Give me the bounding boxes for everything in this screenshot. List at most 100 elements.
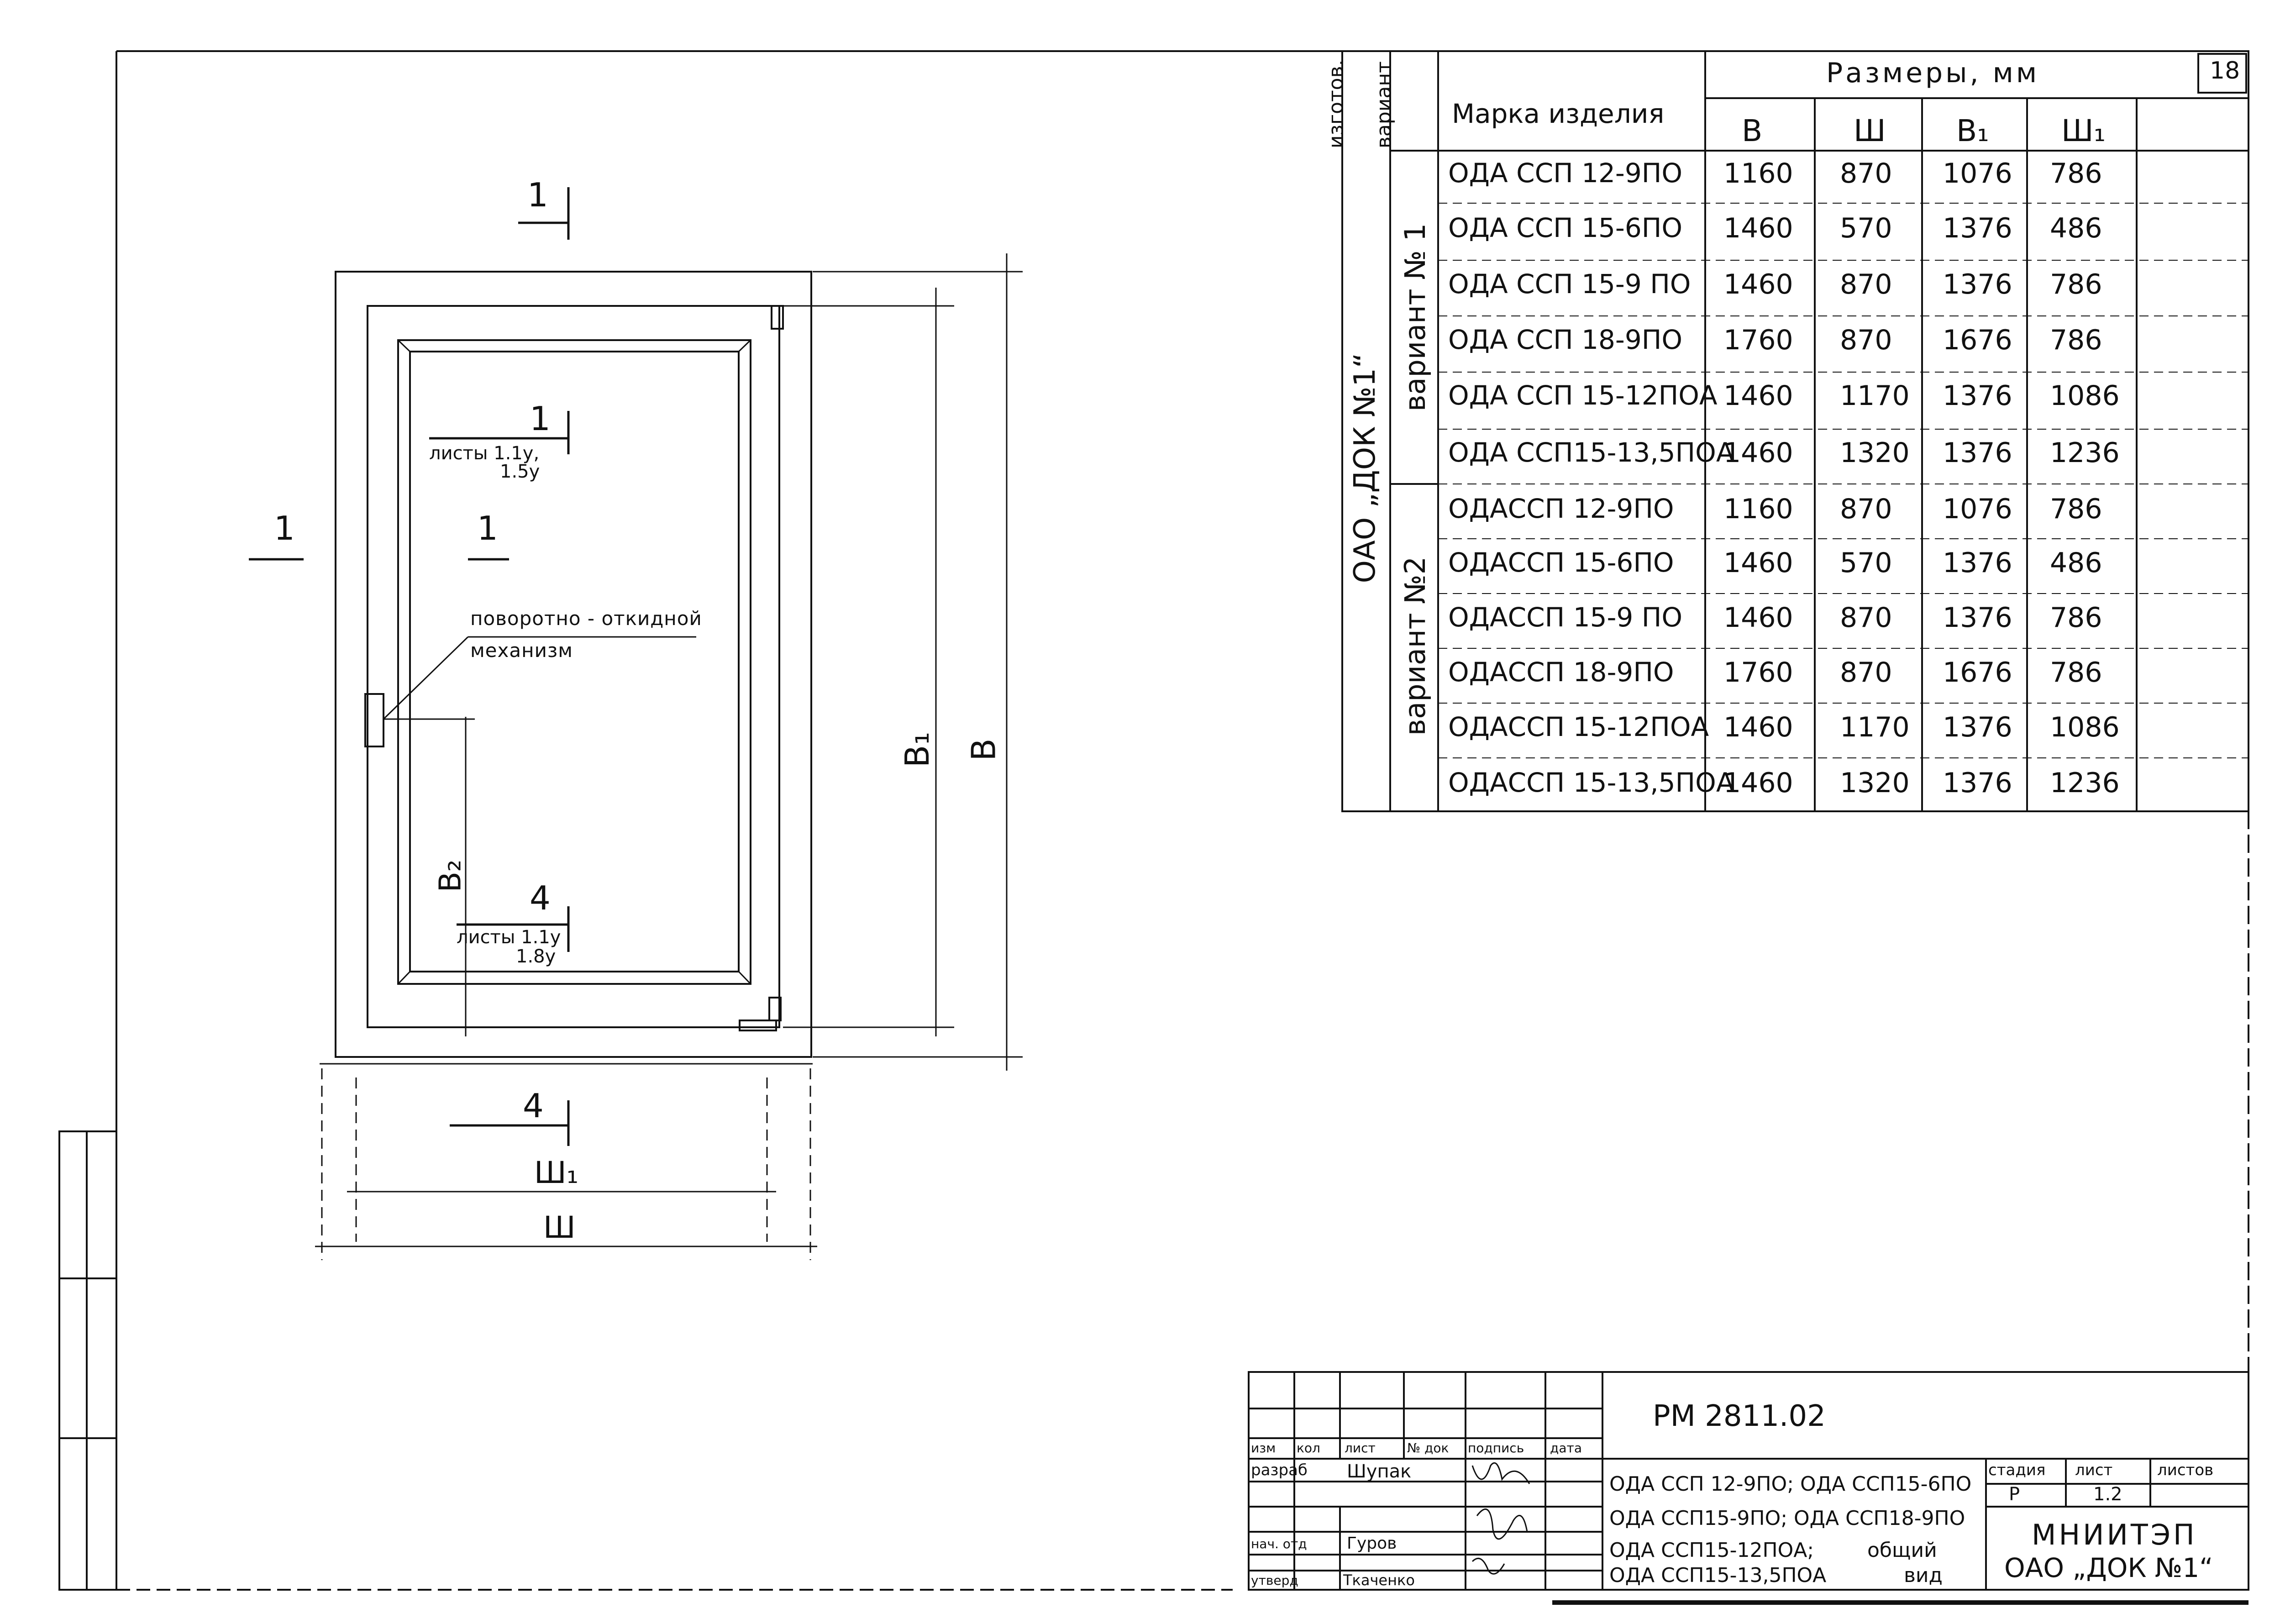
sheet-number-box bbox=[2197, 53, 2247, 94]
sheets-note-4: листы 1.1у bbox=[457, 927, 561, 948]
window-glass-inner bbox=[409, 351, 740, 972]
nach-name: Гуров bbox=[1347, 1534, 1397, 1553]
row-sh: 1170 bbox=[1840, 380, 1910, 412]
row-b1: 1376 bbox=[1943, 380, 2012, 412]
row-sh1: 486 bbox=[2050, 547, 2102, 579]
row-b: 1160 bbox=[1723, 158, 1793, 189]
size-header-sh1: Ш₁ bbox=[2061, 113, 2106, 148]
sheets-note-4b: 1.8у bbox=[516, 946, 556, 967]
row-sh: 1170 bbox=[1840, 711, 1910, 743]
row-mark: ОДА ССП 15-6ПО bbox=[1448, 212, 1683, 243]
hinge-top bbox=[771, 305, 784, 330]
description-2: ОДА ССП15-9ПО; ОДА ССП18-9ПО bbox=[1609, 1507, 1965, 1530]
row-mark: ОДА ССП 15-9 ПО bbox=[1448, 268, 1691, 300]
row-b: 1460 bbox=[1723, 380, 1793, 412]
window-glass-outer bbox=[397, 339, 751, 985]
window-handle bbox=[364, 693, 384, 747]
row-sh1: 786 bbox=[2050, 324, 2102, 356]
signatures bbox=[1471, 1462, 1530, 1575]
sheets-note-1b: 1.5у bbox=[500, 461, 540, 482]
sheet-number: 18 bbox=[2210, 57, 2240, 84]
row-sh1: 786 bbox=[2050, 657, 2102, 688]
row-sh1: 1086 bbox=[2050, 380, 2120, 412]
sheets-note-1: листы 1.1у, bbox=[429, 443, 540, 464]
row-sh: 1320 bbox=[1840, 437, 1910, 469]
row-sh1: 786 bbox=[2050, 602, 2102, 634]
listov-label: листов bbox=[2157, 1461, 2214, 1479]
row-sh: 870 bbox=[1840, 158, 1892, 189]
size-header-b1: В₁ bbox=[1956, 113, 1989, 148]
row-sh1: 786 bbox=[2050, 268, 2102, 300]
head-podpis: подпись bbox=[1468, 1440, 1524, 1456]
window-outer-frame bbox=[335, 271, 812, 1058]
row-b1: 1376 bbox=[1943, 767, 2012, 799]
description-5: общий bbox=[1867, 1539, 1937, 1562]
col-sizes-header: Размеры, мм bbox=[1826, 57, 2040, 89]
row-mark: ОДАССП 15-6ПО bbox=[1448, 547, 1674, 578]
list-value: 1.2 bbox=[2093, 1484, 2122, 1505]
org-name-2: ОАО „ДОК №1“ bbox=[2004, 1552, 2213, 1583]
signature-nach bbox=[1476, 1508, 1528, 1540]
head-ndok: № док bbox=[1407, 1440, 1449, 1456]
list-label: лист bbox=[2075, 1461, 2113, 1479]
head-data: дата bbox=[1550, 1440, 1582, 1456]
row-b1: 1376 bbox=[1943, 268, 2012, 300]
row-b1: 1376 bbox=[1943, 602, 2012, 634]
head-list: лист bbox=[1345, 1440, 1376, 1456]
row-b1: 1376 bbox=[1943, 437, 2012, 469]
row-mark: ОДА ССП 12-9ПО bbox=[1448, 158, 1683, 189]
col-variant-header: вариант bbox=[1372, 61, 1396, 148]
stadia-label: стадия bbox=[1988, 1461, 2046, 1479]
hinge-base bbox=[739, 1020, 777, 1031]
mechanism-label-1: поворотно - откидной bbox=[470, 607, 702, 630]
row-sh1: 1236 bbox=[2050, 767, 2120, 799]
dim-sh-label: Ш bbox=[543, 1210, 576, 1245]
row-mark: ОДАССП 12-9ПО bbox=[1448, 493, 1674, 524]
row-sh: 570 bbox=[1840, 547, 1892, 579]
size-header-b: В bbox=[1742, 113, 1763, 148]
row-mark: ОДА ССП15-13,5ПОА bbox=[1448, 437, 1734, 468]
section-4-inner-label: 4 bbox=[530, 879, 551, 917]
utv-name: Ткаченко bbox=[1343, 1571, 1415, 1589]
utv-label: утверд bbox=[1251, 1573, 1298, 1588]
row-mark: ОДАССП 18-9ПО bbox=[1448, 657, 1674, 688]
row-sh: 870 bbox=[1840, 268, 1892, 300]
row-b1: 1376 bbox=[1943, 711, 2012, 743]
view-inner-label: 1 bbox=[477, 509, 498, 547]
variant-2-label: вариант №2 bbox=[1398, 556, 1432, 736]
variant-1-label: вариант № 1 bbox=[1398, 223, 1432, 412]
size-header-sh: Ш bbox=[1854, 113, 1886, 148]
row-mark: ОДАССП 15-13,5ПОА bbox=[1448, 767, 1734, 798]
row-sh1: 486 bbox=[2050, 212, 2102, 244]
row-b1: 1676 bbox=[1943, 324, 2012, 356]
row-b: 1460 bbox=[1723, 711, 1793, 743]
dim-sh1-label: Ш₁ bbox=[534, 1155, 579, 1190]
row-b: 1460 bbox=[1723, 602, 1793, 634]
view-left-label: 1 bbox=[274, 509, 295, 547]
row-b1: 1076 bbox=[1943, 158, 2012, 189]
section-1-top-label: 1 bbox=[527, 176, 548, 214]
row-mark: ОДА ССП 15-12ПОА bbox=[1448, 380, 1718, 411]
section-4-bottom-label: 4 bbox=[523, 1087, 544, 1125]
manufacturer-label: ОАО „ДОК №1“ bbox=[1348, 352, 1382, 583]
signature-razrab bbox=[1471, 1462, 1530, 1484]
row-sh1: 1086 bbox=[2050, 711, 2120, 743]
description-3: ОДА ССП15-12ПОА; bbox=[1609, 1539, 1814, 1562]
row-b: 1160 bbox=[1723, 493, 1793, 525]
row-b: 1460 bbox=[1723, 212, 1793, 244]
mechanism-leader bbox=[383, 636, 469, 720]
row-sh1: 786 bbox=[2050, 493, 2102, 525]
row-b: 1760 bbox=[1723, 657, 1793, 688]
row-sh: 870 bbox=[1840, 493, 1892, 525]
stadia-value: Р bbox=[2009, 1484, 2020, 1505]
col-mark-header: Марка изделия bbox=[1452, 98, 1665, 129]
row-mark: ОДАССП 15-9 ПО bbox=[1448, 602, 1683, 633]
row-mark: ОДА ССП 18-9ПО bbox=[1448, 324, 1683, 355]
row-sh: 870 bbox=[1840, 324, 1892, 356]
row-b: 1760 bbox=[1723, 324, 1793, 356]
row-sh: 570 bbox=[1840, 212, 1892, 244]
window-sash-frame bbox=[367, 305, 780, 1028]
dim-b-label: В bbox=[964, 738, 1003, 761]
